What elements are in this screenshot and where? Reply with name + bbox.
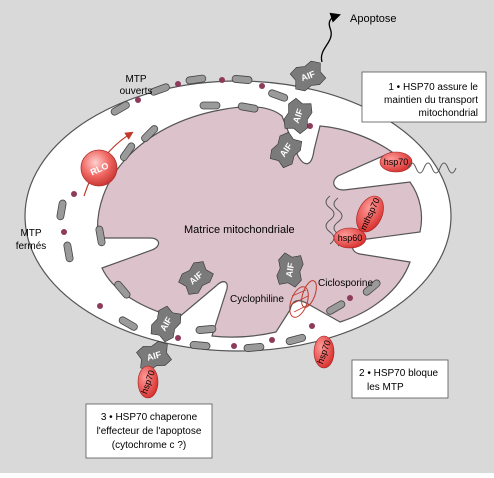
box-3-line-2: l'effecteur de l'apoptose	[97, 426, 202, 437]
ciclosporine-label: Ciclosporine	[318, 278, 373, 289]
matrix-chaperones: mthsp70 hsp60	[325, 195, 384, 249]
aif-star: AIF	[289, 60, 327, 92]
hsp70-aif: hsp70	[137, 365, 159, 399]
hsp60-blob	[333, 227, 367, 249]
mtp-pore	[285, 333, 307, 346]
membrane-dot	[347, 295, 353, 301]
mtp-pore	[119, 142, 136, 161]
aif-star: AIF	[150, 305, 182, 343]
mtp-pore	[56, 199, 67, 221]
mtp-pore	[237, 102, 259, 113]
mtp-pore	[199, 101, 221, 110]
box-2-line-1: 2 • HSP70 bloque	[359, 368, 439, 379]
mtp-fermes-label-2: fermés	[16, 241, 47, 252]
cyclophiline-hatch	[291, 295, 309, 305]
mtp-fermes-label-1: MTP	[20, 228, 41, 239]
mtp-ouverts-label-2: ouverts	[120, 86, 153, 97]
mtp-pore	[268, 89, 289, 102]
matrice-label: Matrice mitochondriale	[184, 224, 295, 236]
box-3-line-3: (cytochrome c ?)	[112, 440, 186, 451]
membrane-dot	[269, 337, 275, 343]
membrane-dot	[61, 229, 67, 235]
box-3: 3 • HSP70 chaperone l'effecteur de l'apo…	[85, 403, 213, 459]
aif-label: AIF	[146, 349, 163, 363]
aif-label: AIF	[291, 107, 306, 125]
cyclophiline-label: Cyclophiline	[230, 294, 284, 305]
mtp-pores	[56, 74, 381, 352]
box-3-line-1: 3 • HSP70 chaperone	[101, 412, 198, 423]
box-2-line-2: les MTP	[367, 382, 404, 393]
hsp70-label: hsp70	[384, 157, 409, 167]
aif-group: AIF AIF AIF AIF AIF AIF AIF	[136, 60, 327, 371]
cyclophiline-hatch	[291, 289, 307, 297]
aif-star: AIF	[269, 131, 303, 169]
mtp-pore	[149, 83, 170, 96]
box-1-line-1: 1 • HSP70 assure le	[388, 82, 478, 93]
membrane-dot	[97, 303, 103, 309]
hsp70-blob	[379, 151, 413, 173]
membrane-dot	[309, 323, 315, 329]
aif-star: AIF	[276, 252, 304, 288]
membrane-dot	[307, 123, 313, 129]
mtp-pore	[243, 343, 265, 352]
box-3-frame	[85, 403, 213, 459]
box-2-frame	[351, 359, 449, 399]
mtp-pore	[141, 125, 159, 143]
mtp-pore	[95, 225, 106, 247]
mtp-pore	[189, 341, 211, 350]
aif-label: AIF	[299, 69, 317, 84]
box-1-line-3: mitochondrial	[419, 108, 478, 119]
membrane-dot	[259, 83, 265, 89]
mtp-pore	[231, 75, 253, 84]
membrane-dot	[175, 335, 181, 341]
aif-star: AIF	[283, 97, 313, 135]
mtp-pore	[63, 241, 74, 263]
mtp-pore	[110, 101, 130, 116]
aif-label: AIF	[284, 261, 296, 278]
membrane-dot	[175, 81, 181, 87]
cyclophiline-shape	[289, 286, 309, 318]
membrane-dot	[219, 77, 225, 83]
box-1-line-2: maintien du transport	[384, 95, 478, 106]
membrane-dots	[61, 77, 353, 349]
box-1-frame	[361, 71, 487, 123]
apoptose-arrow	[320, 12, 341, 63]
cyclophiline-complex: Ciclosporine Cyclophiline	[230, 278, 373, 318]
mtp-pore	[185, 74, 207, 85]
mtp-pore	[114, 280, 131, 299]
mtp-ouverts-label-1: MTP	[125, 74, 146, 85]
rlo-sphere	[80, 149, 118, 187]
aif-star: AIF	[136, 341, 172, 371]
cyclophiline-hatch	[293, 303, 311, 313]
membrane-dot	[231, 343, 237, 349]
mtp-pore	[362, 279, 381, 296]
membrane-dot	[71, 191, 77, 197]
mtp-pore	[118, 316, 138, 331]
hsp70-cytosol: hsp70	[379, 151, 457, 174]
membrane-dot	[135, 97, 141, 103]
apoptose-label: Apoptose	[350, 13, 396, 25]
mtp-pore	[326, 300, 346, 315]
matrix-coil	[325, 195, 335, 245]
hsp70-blob	[313, 335, 335, 369]
hsp70-blob	[137, 365, 159, 399]
mtp-pore	[195, 325, 217, 334]
box-1: 1 • HSP70 assure le maintien du transpor…	[361, 71, 487, 123]
hsp60-label: hsp60	[338, 233, 363, 243]
aif-star: AIF	[178, 261, 214, 295]
protein-coil	[407, 162, 457, 174]
hsp70-mtp: hsp70	[313, 335, 335, 369]
box-2: 2 • HSP70 bloque les MTP	[351, 359, 449, 399]
